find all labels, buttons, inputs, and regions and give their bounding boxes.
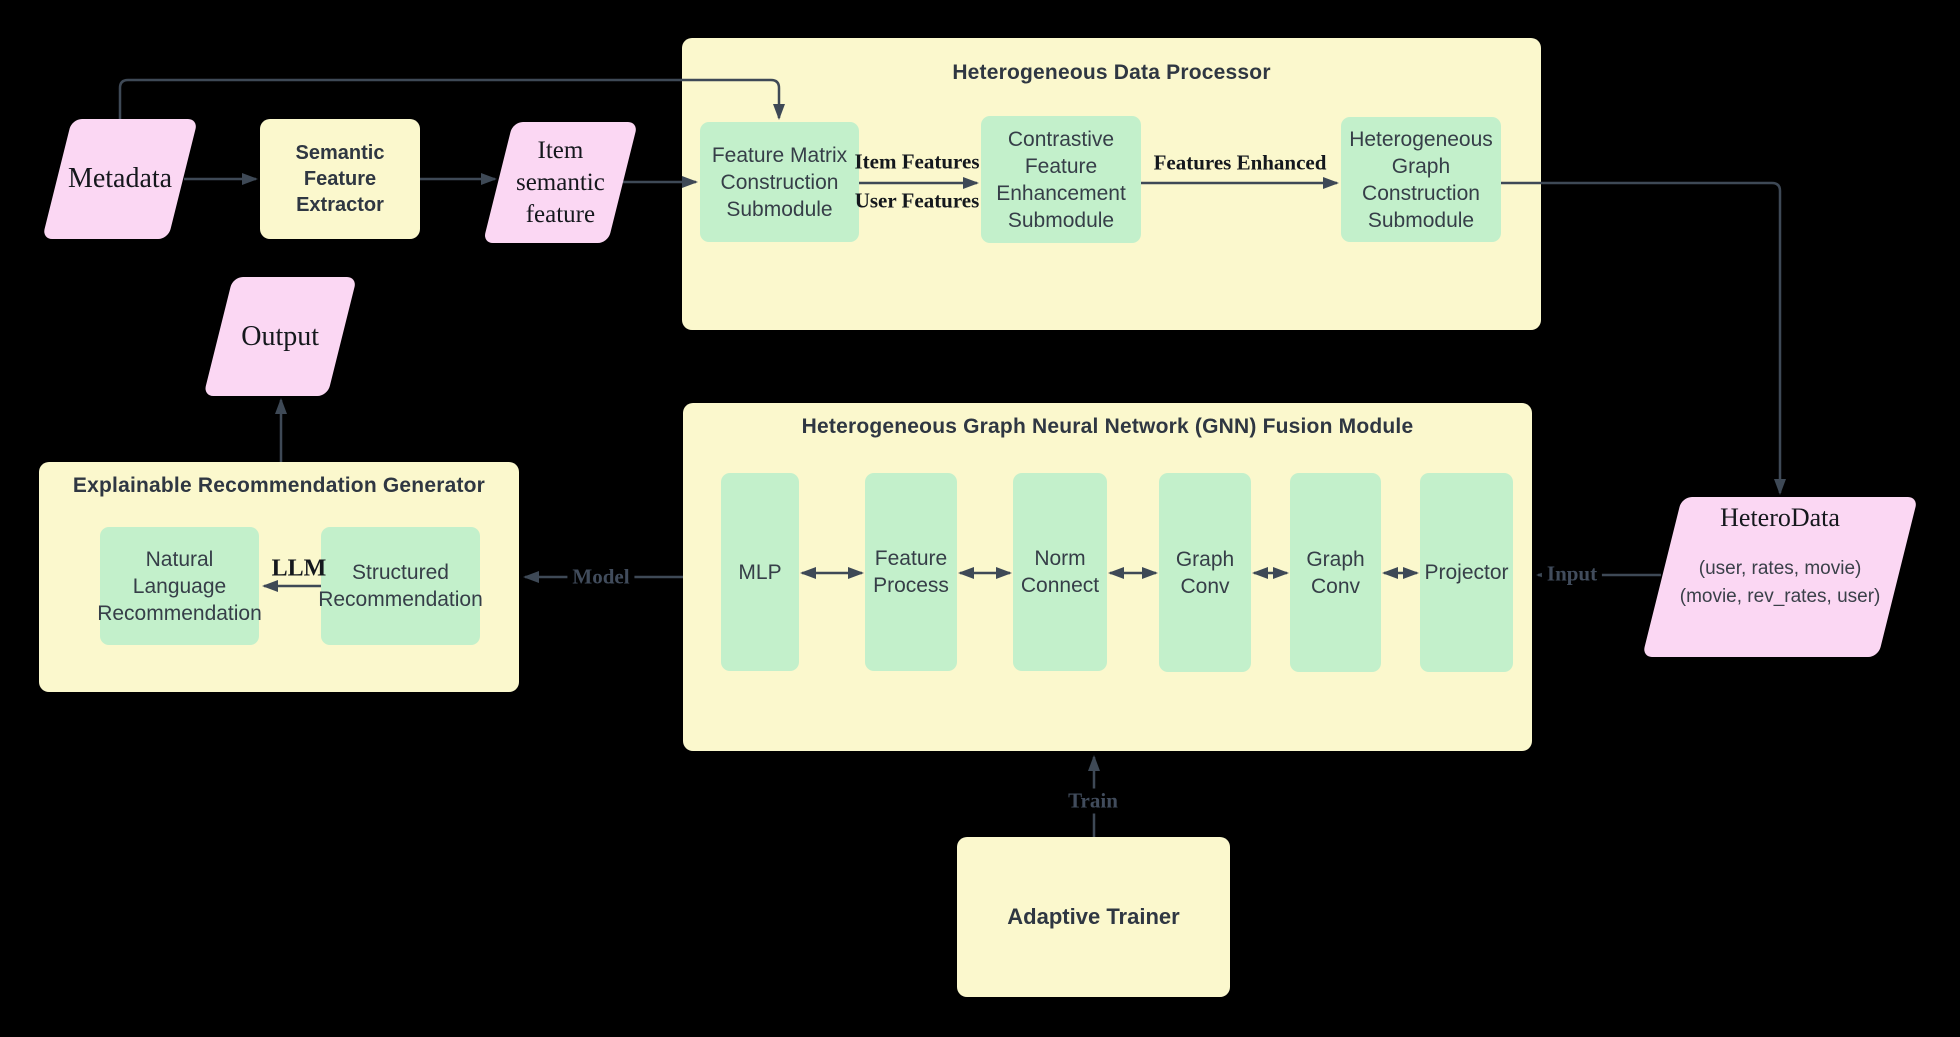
node-output: Output <box>203 277 357 396</box>
edge-label-input: Input <box>1541 561 1603 587</box>
node-projector: Projector <box>1420 473 1513 672</box>
node-natural-language-recommendation: Natural Language Recommendation <box>97 527 262 645</box>
edge-label-model: Model <box>567 564 635 590</box>
arrow-metadata-to-feature-matrix-elbow <box>118 78 785 120</box>
node-graph-conv-1: Graph Conv <box>1159 473 1251 672</box>
node-adaptive-trainer: Adaptive Trainer <box>957 837 1230 997</box>
edge-label-train: Train <box>1063 788 1123 814</box>
node-norm-connect: Norm Connect <box>1013 473 1107 671</box>
node-metadata: Metadata <box>42 119 198 239</box>
node-heterodata-tuples: (user, rates, movie) (movie, rev_rates, … <box>1679 558 1881 607</box>
edge-label-features-enhanced: Features Enhanced <box>1153 150 1327 175</box>
node-mlp: MLP <box>721 473 799 671</box>
arrow-graph-construction-to-heterodata-elbow <box>1501 181 1786 495</box>
node-feature-matrix-construction: Feature Matrix Construction Submodule <box>700 122 859 242</box>
node-output-label: Output <box>241 320 320 352</box>
node-structured-recommendation: Structured Recommendation <box>318 527 483 645</box>
node-heterodata-title: HeteroData <box>1720 503 1840 532</box>
edge-label-user-features: User Features <box>854 188 980 213</box>
node-contrastive-feature-enhancement: Contrastive Feature Enhancement Submodul… <box>981 116 1141 243</box>
node-metadata-label: Metadata <box>67 163 173 194</box>
node-semantic-feature-extractor: Semantic Feature Extractor <box>260 119 420 239</box>
edge-label-item-features: Item Features <box>854 149 980 174</box>
container-gnn-fusion-module: Heterogeneous Graph Neural Network (GNN)… <box>683 403 1532 751</box>
container-title-heterogeneous-data-processor: Heterogeneous Data Processor <box>952 61 1271 84</box>
node-item-semantic-feature-label: Item semantic feature <box>515 136 605 228</box>
node-feature-process: Feature Process <box>865 473 957 671</box>
node-graph-conv-2: Graph Conv <box>1290 473 1381 672</box>
container-title-explainable-recommendation-generator: Explainable Recommendation Generator <box>72 474 486 497</box>
node-heterogeneous-graph-construction: Heterogeneous Graph Construction Submodu… <box>1341 117 1501 242</box>
container-title-gnn-fusion-module: Heterogeneous Graph Neural Network (GNN)… <box>801 415 1414 438</box>
node-item-semantic-feature: Item semantic feature <box>482 122 638 243</box>
edge-label-llm: LLM <box>271 555 327 582</box>
node-heterodata: HeteroData (user, rates, movie) (movie, … <box>1642 497 1918 657</box>
